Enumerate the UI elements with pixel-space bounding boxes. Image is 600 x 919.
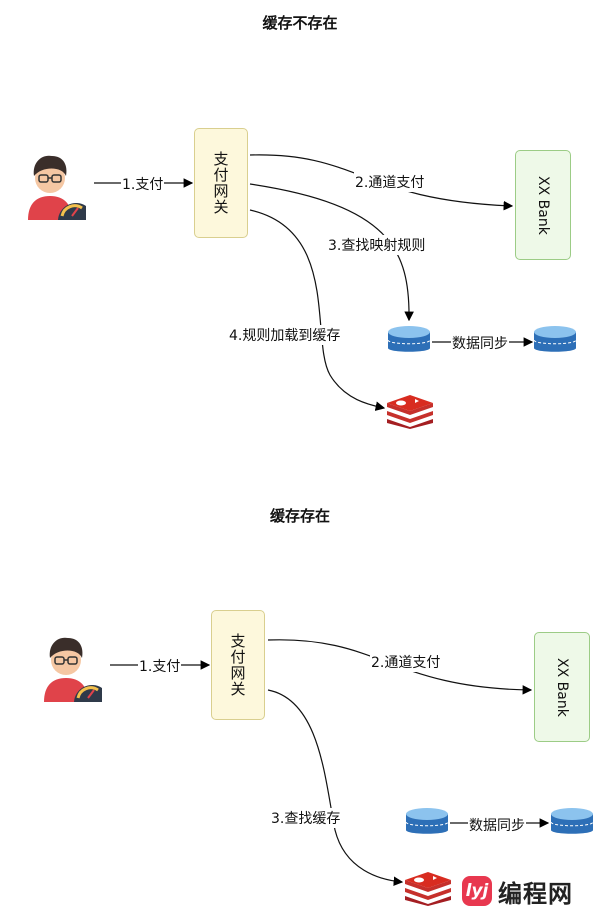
edge-label-channel-pay: 2.通道支付 xyxy=(370,652,442,672)
edge-label-pay: 1.支付 xyxy=(138,656,182,676)
edge-label-load-cache: 4.规则加载到缓存 xyxy=(228,325,342,345)
diagram-title-bottom: 缓存存在 xyxy=(269,507,330,525)
edge-label-channel-pay: 2.通道支付 xyxy=(354,172,426,192)
edge-label-pay: 1.支付 xyxy=(121,174,165,194)
database-icon xyxy=(550,808,594,834)
user-icon xyxy=(28,155,86,220)
bank-label: XX Bank xyxy=(554,657,570,717)
database-icon xyxy=(405,808,449,834)
edge-load-top xyxy=(249,209,386,411)
watermark: lyj 编程网 xyxy=(462,873,596,909)
database-icon xyxy=(387,326,431,352)
edge-lookup-bottom xyxy=(267,689,404,887)
gateway-label: 支付网关 xyxy=(211,151,230,215)
payment-gateway-node: 支付网关 xyxy=(194,128,248,238)
watermark-logo-icon: lyj xyxy=(462,876,492,906)
edge-lookup-top xyxy=(249,183,414,322)
bank-node: XX Bank xyxy=(515,150,571,260)
user-icon xyxy=(44,637,102,702)
edge-label-data-sync: 数据同步 xyxy=(468,815,526,835)
edge-label-lookup-cache: 3.查找缓存 xyxy=(270,808,342,828)
edge-label-lookup-rule: 3.查找映射规则 xyxy=(327,235,427,255)
redis-cache-icon xyxy=(387,395,433,429)
redis-cache-icon xyxy=(405,872,451,906)
diagram-title-top: 缓存不存在 xyxy=(262,14,338,32)
bank-label: XX Bank xyxy=(535,175,551,235)
edge-label-data-sync: 数据同步 xyxy=(451,333,509,353)
bank-node: XX Bank xyxy=(534,632,590,742)
database-icon xyxy=(533,326,577,352)
watermark-text: 编程网 xyxy=(498,879,573,908)
gateway-label: 支付网关 xyxy=(228,633,247,697)
payment-gateway-node: 支付网关 xyxy=(211,610,265,720)
